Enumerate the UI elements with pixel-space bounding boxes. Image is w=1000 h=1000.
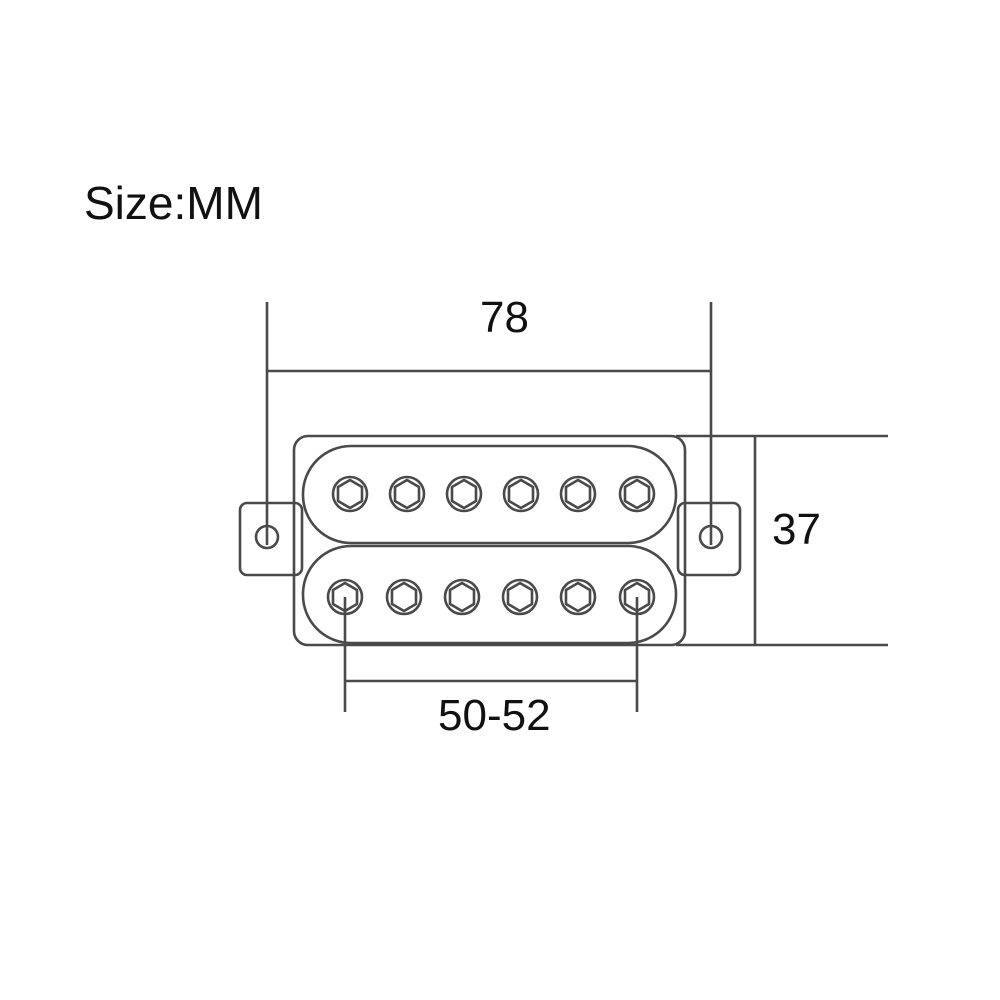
dimension-group-overall-height <box>676 434 888 647</box>
pickup-baseplate <box>292 434 687 647</box>
left-mounting-tab-plate <box>238 501 304 577</box>
top-coil-pole-piece <box>559 475 597 513</box>
dimension-label-overall-width: 78 <box>480 293 529 342</box>
dimension-label-pole-spacing: 50-52 <box>438 691 551 740</box>
bottom-coil-bobbin <box>301 544 678 645</box>
bottom-coil-pole-piece <box>501 578 539 616</box>
bottom-coil-pole-piece <box>559 578 597 616</box>
bottom-coil-pole-piece <box>326 578 364 616</box>
top-coil-pole-piece <box>618 475 656 513</box>
dimension-group-overall-width <box>265 302 713 545</box>
left-mounting-tab <box>238 501 304 577</box>
top-coil-pole-piece <box>388 475 426 513</box>
right-mounting-tab-plate <box>676 501 742 577</box>
top-coil-pole-piece <box>331 475 369 513</box>
right-mounting-tab <box>676 501 742 577</box>
bottom-coil-pole-piece <box>618 578 656 616</box>
dimension-group-pole-spacing <box>343 597 639 712</box>
top-coil-pole-piece <box>502 475 540 513</box>
right-mounting-screw-hole-icon <box>698 524 724 550</box>
dimension-label-overall-height: 37 <box>772 505 821 554</box>
unit-label: Size:MM <box>84 177 263 229</box>
bottom-coil <box>301 544 678 645</box>
left-mounting-screw-hole-icon <box>254 524 280 550</box>
top-coil <box>301 444 678 545</box>
top-coil-pole-piece <box>445 475 483 513</box>
bottom-coil-pole-piece <box>443 578 481 616</box>
top-coil-bobbin <box>301 444 678 545</box>
bottom-coil-pole-piece <box>385 578 423 616</box>
